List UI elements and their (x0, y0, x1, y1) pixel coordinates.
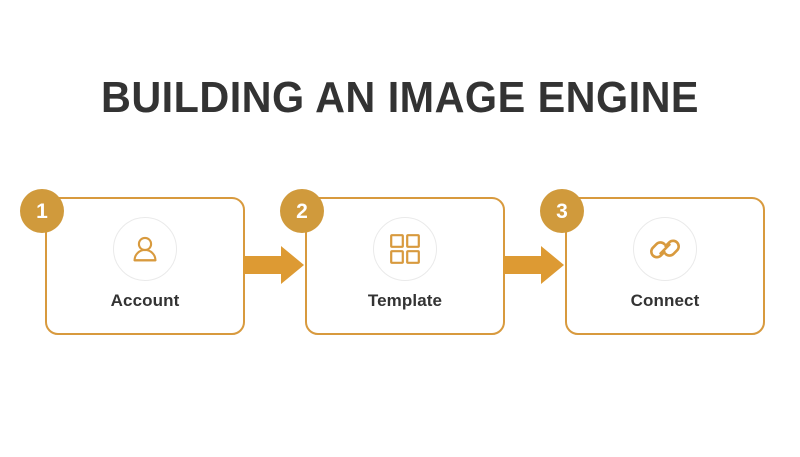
step-icon-ring-1 (113, 217, 177, 281)
link-chain-icon (648, 232, 682, 266)
step-label-1: Account (110, 291, 180, 310)
connector-arrow-1 (243, 245, 305, 285)
grid-2x2-icon (389, 233, 421, 265)
step-label-2: Template (367, 291, 443, 310)
step-icon-ring-2 (373, 217, 437, 281)
arrow-right-icon (503, 245, 565, 285)
arrow-right-icon (243, 245, 305, 285)
step-label-3: Connect (630, 291, 700, 310)
step-card-2[interactable]: 2 Template (280, 189, 505, 335)
step-number-badge-2: 2 (280, 189, 324, 233)
step-number-badge-1: 1 (20, 189, 64, 233)
step-card-3[interactable]: 3 Connect (540, 189, 765, 335)
process-steps-row: 1 Account 2 (20, 189, 765, 337)
page-title: BUILDING AN IMAGE ENGINE (100, 73, 699, 122)
step-number-badge-3: 3 (540, 189, 584, 233)
step-card-1[interactable]: 1 Account (20, 189, 245, 335)
user-icon (128, 232, 162, 266)
connector-arrow-2 (503, 245, 565, 285)
step-icon-ring-3 (633, 217, 697, 281)
